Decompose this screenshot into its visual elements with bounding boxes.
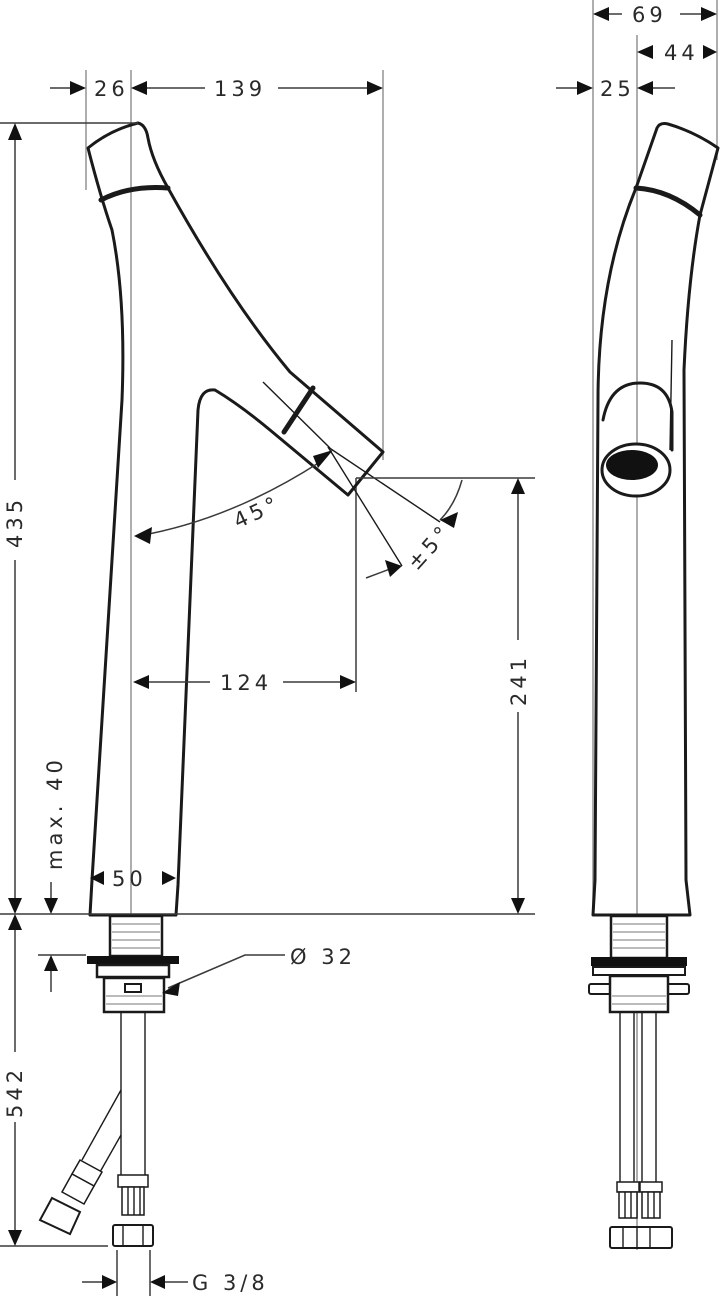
dim-542-arrow-bottom <box>8 1230 22 1246</box>
dim-139-arrow-right <box>367 81 383 95</box>
dim-69-arrow-right <box>701 7 717 21</box>
angle-45-arrow-right <box>313 450 333 468</box>
dim-139-arrow-left <box>131 81 147 95</box>
dim-44-arrow-right <box>703 45 717 59</box>
tolerance-arrow-lower <box>385 560 402 577</box>
dim-435-arrow-top <box>8 123 22 140</box>
thread-arrow-left <box>102 1275 117 1289</box>
hose-nut-straight <box>112 1224 154 1247</box>
dim-26-arrow-left <box>70 81 86 95</box>
head-collar-band <box>98 185 171 203</box>
thread-arrow-right <box>150 1275 165 1289</box>
diameter-arrow <box>162 982 180 996</box>
dim-50-arrow-right <box>162 871 176 885</box>
spray-line-2 <box>327 446 403 567</box>
dim-241-arrow-top <box>511 478 525 494</box>
dim-124-arrow-right <box>340 675 356 689</box>
dim-44-arrow-left <box>637 45 653 59</box>
dim-241-label: 241 <box>507 654 531 706</box>
front-hose-nuts <box>609 1226 673 1249</box>
spout-body-outline <box>86 121 385 917</box>
front-clamp-right <box>666 983 690 995</box>
front-mounting-plate <box>592 966 686 976</box>
front-view: 69 44 25 <box>556 0 720 1250</box>
front-collar-band <box>633 185 703 218</box>
front-supply-hoses <box>609 1012 673 1249</box>
dim-124-arrow-left <box>133 675 149 689</box>
threaded-shank <box>108 914 164 958</box>
supply-hose-straight <box>112 1012 154 1247</box>
supply-hose-angled <box>38 1089 122 1236</box>
front-clamp-left <box>588 983 612 995</box>
dim-241-arrow-bottom <box>511 898 525 914</box>
front-shank-threads <box>613 923 665 949</box>
dim-139-label: 139 <box>214 77 266 101</box>
max-deck-arrow-bottom <box>44 955 58 971</box>
hose-nut-angled <box>38 1196 82 1236</box>
outlet-axis-line <box>262 381 331 449</box>
aerator-outlet-icon <box>606 450 658 480</box>
dim-69-arrow-left <box>593 7 609 21</box>
front-threaded-shank <box>609 914 669 960</box>
dim-542-label: 542 <box>3 1066 27 1118</box>
dim-435-label: 435 <box>3 496 27 548</box>
max-deck-arrow-top <box>44 898 58 914</box>
front-mounting-washer <box>591 957 687 966</box>
max-deck-label: max. 40 <box>43 756 67 870</box>
dim-25-label: 25 <box>600 77 635 101</box>
front-body-outline <box>591 122 720 917</box>
dim-435-arrow-bottom <box>8 898 22 914</box>
dim-25-arrow-right <box>637 81 653 95</box>
mounting-washer <box>87 956 179 964</box>
spray-line-1 <box>327 446 441 523</box>
lever-handle <box>601 381 674 452</box>
dim-69-label: 69 <box>632 3 667 27</box>
dim-50-arrow-left <box>90 871 104 885</box>
thread-label: G 3/8 <box>192 1271 269 1295</box>
dim-542-arrow-top <box>8 914 22 930</box>
dim-25-arrow-left <box>577 81 593 95</box>
diameter-label: Ø 32 <box>290 945 356 969</box>
outlet-collar-band <box>281 385 316 435</box>
tolerance-label: ±5° <box>403 519 457 575</box>
diameter-leader <box>167 954 285 989</box>
dim-124-label: 124 <box>220 671 272 695</box>
mounting-plate <box>95 963 171 979</box>
dim-50-label: 50 <box>112 867 147 891</box>
dim-44-label: 44 <box>664 41 699 65</box>
shank-threads <box>112 923 160 949</box>
dim-26-label: 26 <box>94 77 129 101</box>
front-mounting-nut <box>608 974 670 1014</box>
tolerance-arrow-upper <box>440 512 458 528</box>
tolerance-arc <box>439 479 463 521</box>
side-view: 45° ±5° Ø 32 <box>0 70 535 1296</box>
angle-45-arc <box>137 461 321 537</box>
mounting-pin <box>124 983 142 993</box>
angle-45-arrow-left <box>134 527 152 544</box>
